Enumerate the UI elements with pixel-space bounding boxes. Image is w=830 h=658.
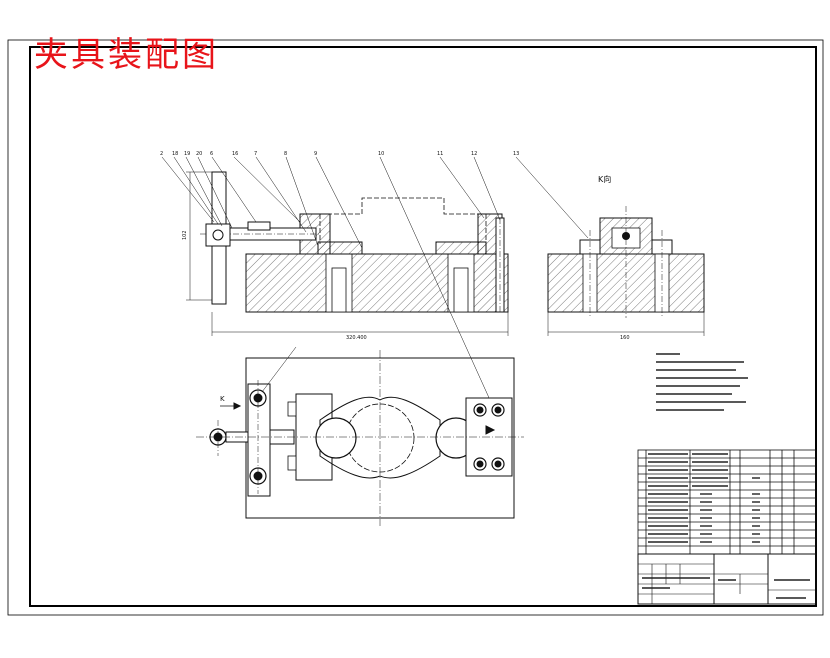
balloon-label: 9 [314, 151, 317, 157]
balloon-label: 11 [437, 151, 443, 157]
top-view [196, 346, 524, 526]
title-block [637, 553, 817, 605]
front-view-labels: 102 320.400 2 18 19 20 6 16 7 8 9 10 11 … [160, 151, 519, 341]
balloon-label: 2 [160, 151, 163, 157]
balloon-label: 13 [513, 151, 519, 157]
dimension-width-side: 160 [620, 335, 630, 341]
parts-list-entries [648, 453, 760, 543]
dimension-height: 102 [182, 230, 188, 240]
balloon-label: 6 [210, 151, 213, 157]
balloon-label: 8 [284, 151, 287, 157]
view-k-arrow-label: K [220, 395, 225, 403]
parts-list [637, 449, 817, 555]
outer-frame [7, 39, 824, 616]
drawing-title: 夹具装配图 [34, 35, 219, 75]
balloon-label: 19 [184, 151, 190, 157]
title-block-entries [642, 577, 810, 599]
inner-frame [29, 46, 817, 607]
balloon-label: 12 [471, 151, 477, 157]
balloon-label: 10 [378, 151, 384, 157]
front-section-view [161, 156, 589, 401]
technical-notes [656, 353, 748, 411]
balloon-label: 16 [232, 151, 238, 157]
dimension-width-main: 320.400 [346, 335, 367, 341]
balloon-label: 7 [254, 151, 257, 157]
balloon-label: 18 [172, 151, 178, 157]
view-k-label: K向 [598, 174, 611, 184]
balloon-label: 20 [196, 151, 202, 157]
side-view-k [547, 206, 705, 336]
